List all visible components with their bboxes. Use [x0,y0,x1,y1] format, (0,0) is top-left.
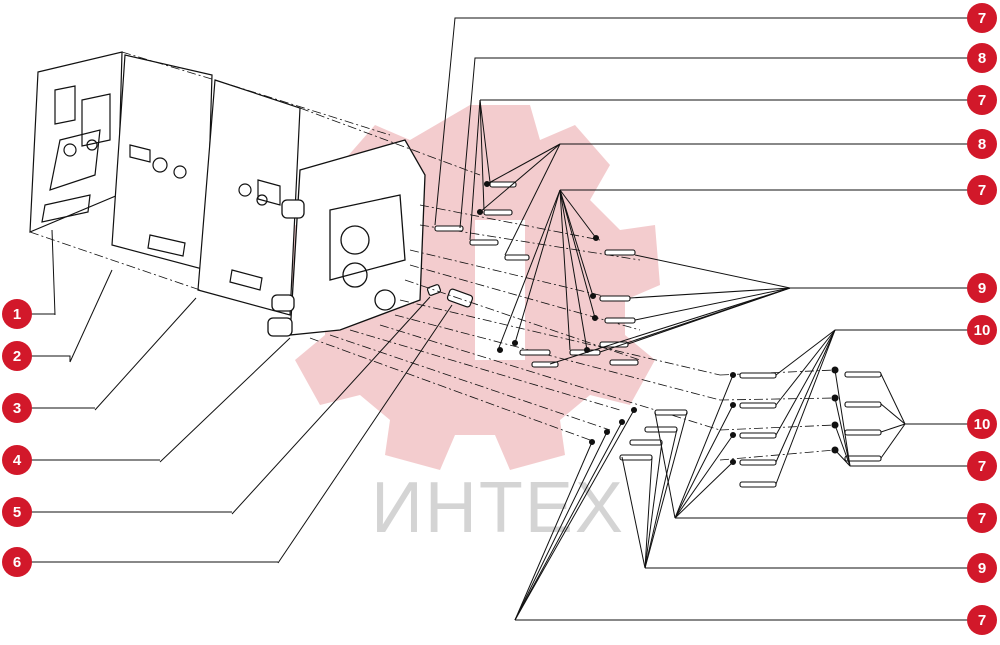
callout-label-right-1: 8 [978,50,986,67]
callout-label-right-0: 7 [978,10,986,27]
callout-label-left-4: 5 [13,504,21,521]
callout-badge-right-9 [967,503,997,533]
callout-label-right-8: 7 [978,458,986,475]
callout-label-right-6: 10 [974,322,991,339]
gasket-plate-1 [29,51,123,316]
callout-label-left-2: 3 [13,400,21,417]
callout-badge-right-2 [967,85,997,115]
connector-6 [277,288,474,564]
callout-badge-right-3 [967,129,997,159]
callout-badge-left-2 [2,393,32,423]
callout-label-right-2: 7 [978,92,986,109]
watermark-text: ИНТЕХ [371,468,625,548]
callouts: 1 2 3 4 5 6 7 8 7 8 7 9 10 10 7 7 9 7 [2,3,997,635]
callout-badge-left-5 [2,547,32,577]
callout-label-right-11: 7 [978,612,986,629]
callout-label-right-9: 7 [978,510,986,527]
callout-badge-right-8 [967,451,997,481]
leader-lines [434,17,972,621]
callout-label-right-3: 8 [978,136,986,153]
callout-badge-right-4 [967,175,997,205]
bolts-upper [434,180,639,368]
callout-label-left-1: 2 [13,348,21,365]
callout-badge-right-10 [967,553,997,583]
callout-badge-left-3 [2,445,32,475]
callout-badge-right-7 [967,409,997,439]
callout-label-right-4: 7 [978,182,986,199]
gasket-plate-3 [94,79,301,411]
valve-body-4 [159,139,426,463]
callout-badge-right-5 [967,273,997,303]
leader-lines-left [28,313,278,563]
callout-badge-right-0 [967,3,997,33]
callout-label-left-5: 6 [13,554,21,571]
callout-badge-right-11 [967,605,997,635]
callout-badge-right-6 [967,315,997,345]
callout-badge-left-1 [2,341,32,371]
callout-badge-left-0 [2,299,32,329]
callout-badge-right-1 [967,43,997,73]
callout-label-right-5: 9 [978,280,986,297]
callout-label-left-0: 1 [13,306,21,323]
bolts-lower [588,366,882,488]
separator-plate-2 [69,54,213,363]
callout-label-right-10: 9 [978,560,986,577]
callout-label-left-3: 4 [13,452,22,469]
callout-label-right-7: 10 [974,416,991,433]
callout-badge-left-4 [2,497,32,527]
